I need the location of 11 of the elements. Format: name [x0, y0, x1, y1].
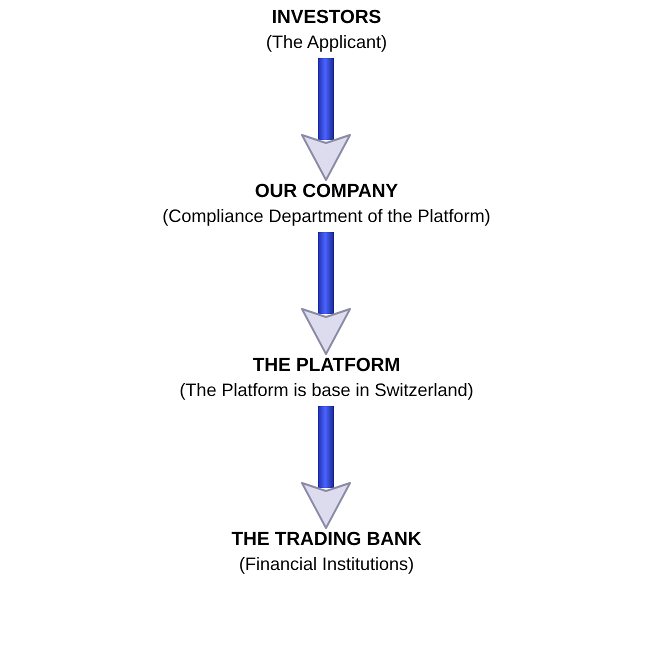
subtitle-text: (Compliance Department of the Platform) [162, 205, 491, 228]
subtitle-text: (Financial Institutions) [238, 553, 414, 576]
down-arrow [301, 406, 351, 529]
down-arrow [301, 58, 351, 181]
down-arrow [301, 232, 351, 355]
subtitle-text: (The Platform is base in Switzerland) [179, 379, 474, 402]
subtitle-text: (The Applicant) [266, 31, 388, 54]
heading-text: THE PLATFORM [252, 354, 400, 378]
heading-text: INVESTORS [272, 6, 382, 30]
heading-text: THE TRADING BANK [232, 528, 422, 552]
heading-text: OUR COMPANY [254, 180, 398, 204]
